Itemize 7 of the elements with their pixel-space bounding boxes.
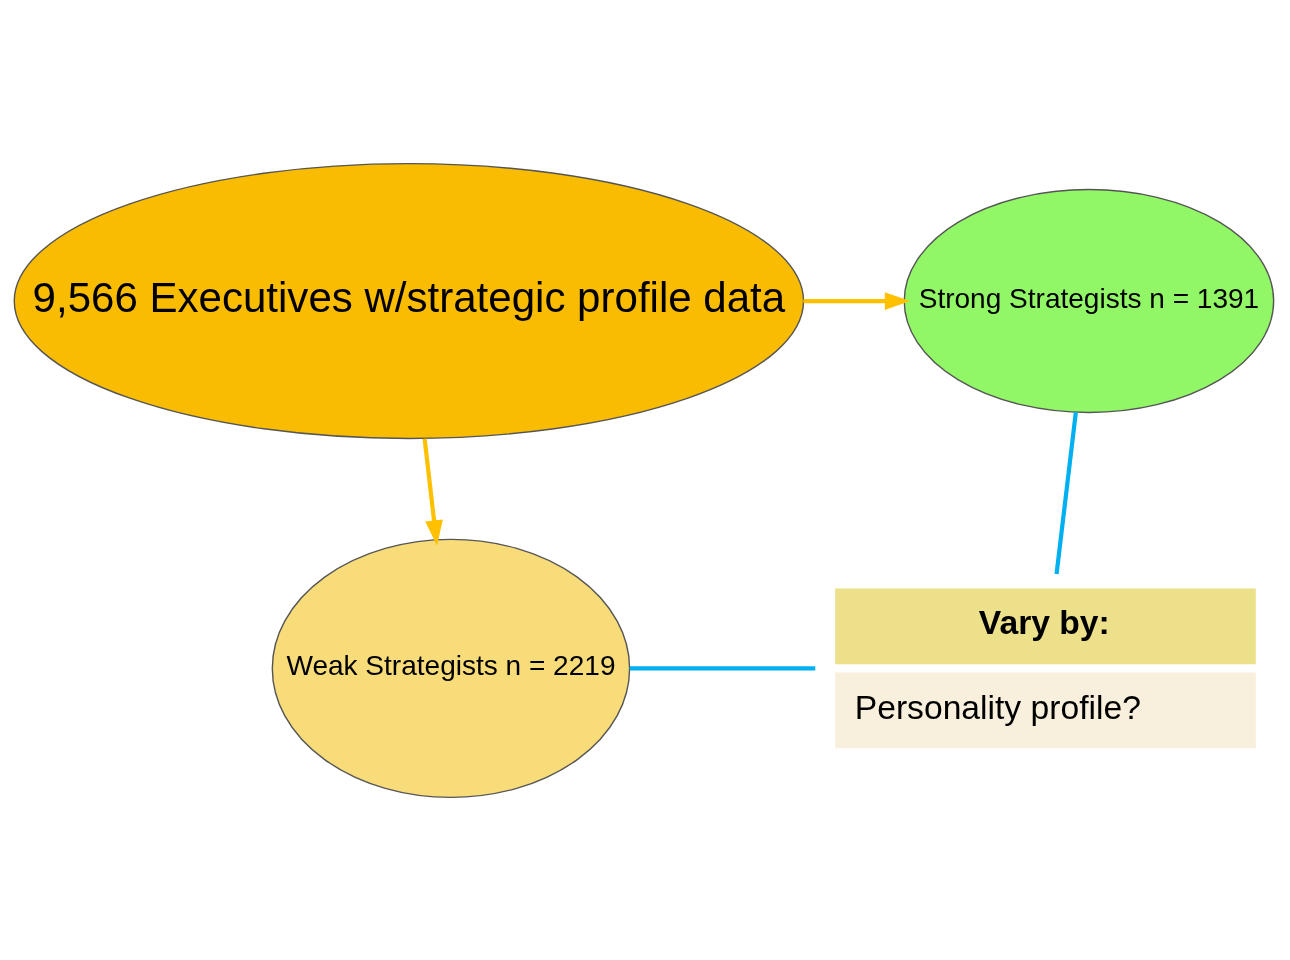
- node-ellipse: 9,566 Executives w/strategic profile data: [13, 162, 805, 439]
- node-ellipse: Weak Strategists n = 2219: [271, 538, 631, 798]
- connector: [1054, 411, 1078, 574]
- node-ellipse: Strong Strategists n = 1391: [903, 188, 1275, 413]
- arrow: [803, 291, 911, 310]
- connector: [629, 665, 816, 670]
- arrow: [422, 437, 443, 546]
